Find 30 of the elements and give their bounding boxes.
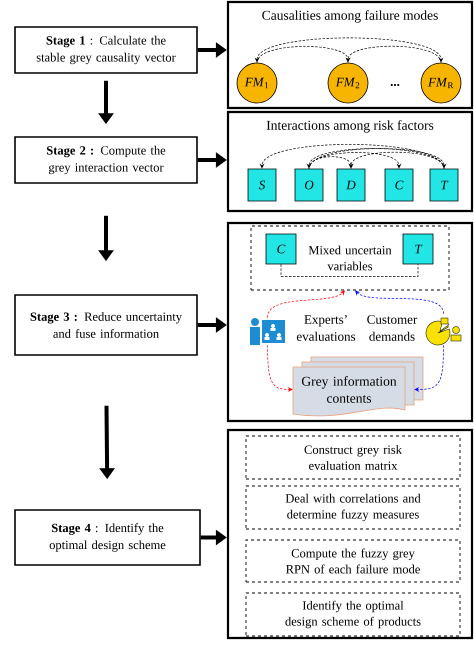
dashed-box: Identify the optimal design scheme of products bbox=[246, 592, 460, 636]
factor-square: T bbox=[402, 234, 434, 264]
stage-box: Stage 4 : Identify the optimal design scheme bbox=[14, 509, 201, 566]
customer-icon bbox=[367, 315, 462, 346]
factor-square: C bbox=[266, 234, 296, 264]
dashed-box: Compute the fuzzy grey RPN of each failure mode bbox=[246, 540, 460, 582]
ellipsis: ... bbox=[390, 84, 400, 86]
dashed-box: Construct grey risk evaluation matrix bbox=[246, 436, 460, 480]
document-stack: Grey information contents bbox=[292, 356, 424, 416]
factor-square: O bbox=[294, 168, 324, 202]
stage-box: Stage 2 : Compute the grey interaction vector bbox=[14, 136, 198, 184]
panel-heading: Causalities among failure modes bbox=[262, 10, 438, 23]
dashed-box: Deal with correlations and determine fuzzy measures bbox=[246, 486, 460, 530]
dashed-arrow bbox=[308, 152, 402, 169]
bracket-line bbox=[280, 264, 418, 277]
dashed-arrow bbox=[308, 156, 354, 169]
panel bbox=[226, 110, 474, 212]
factor-square: S bbox=[248, 168, 276, 202]
stage-box: Stage 3 : Reduce uncertainty and fuse information bbox=[14, 294, 198, 356]
factor-square: T bbox=[430, 168, 458, 202]
experts-icon bbox=[250, 315, 356, 345]
panel bbox=[226, 0, 474, 110]
icon-caption: Customer demands bbox=[367, 315, 418, 341]
factor-square: C bbox=[384, 168, 414, 202]
panel bbox=[226, 428, 474, 640]
panel bbox=[226, 222, 474, 422]
icon-caption: Experts’ evaluations bbox=[296, 315, 356, 341]
panel-heading: Interactions among risk factors bbox=[266, 120, 434, 133]
stage-box: Stage 1 : Calculate the stable grey causality vector bbox=[14, 26, 198, 74]
factor-square: D bbox=[336, 168, 366, 202]
